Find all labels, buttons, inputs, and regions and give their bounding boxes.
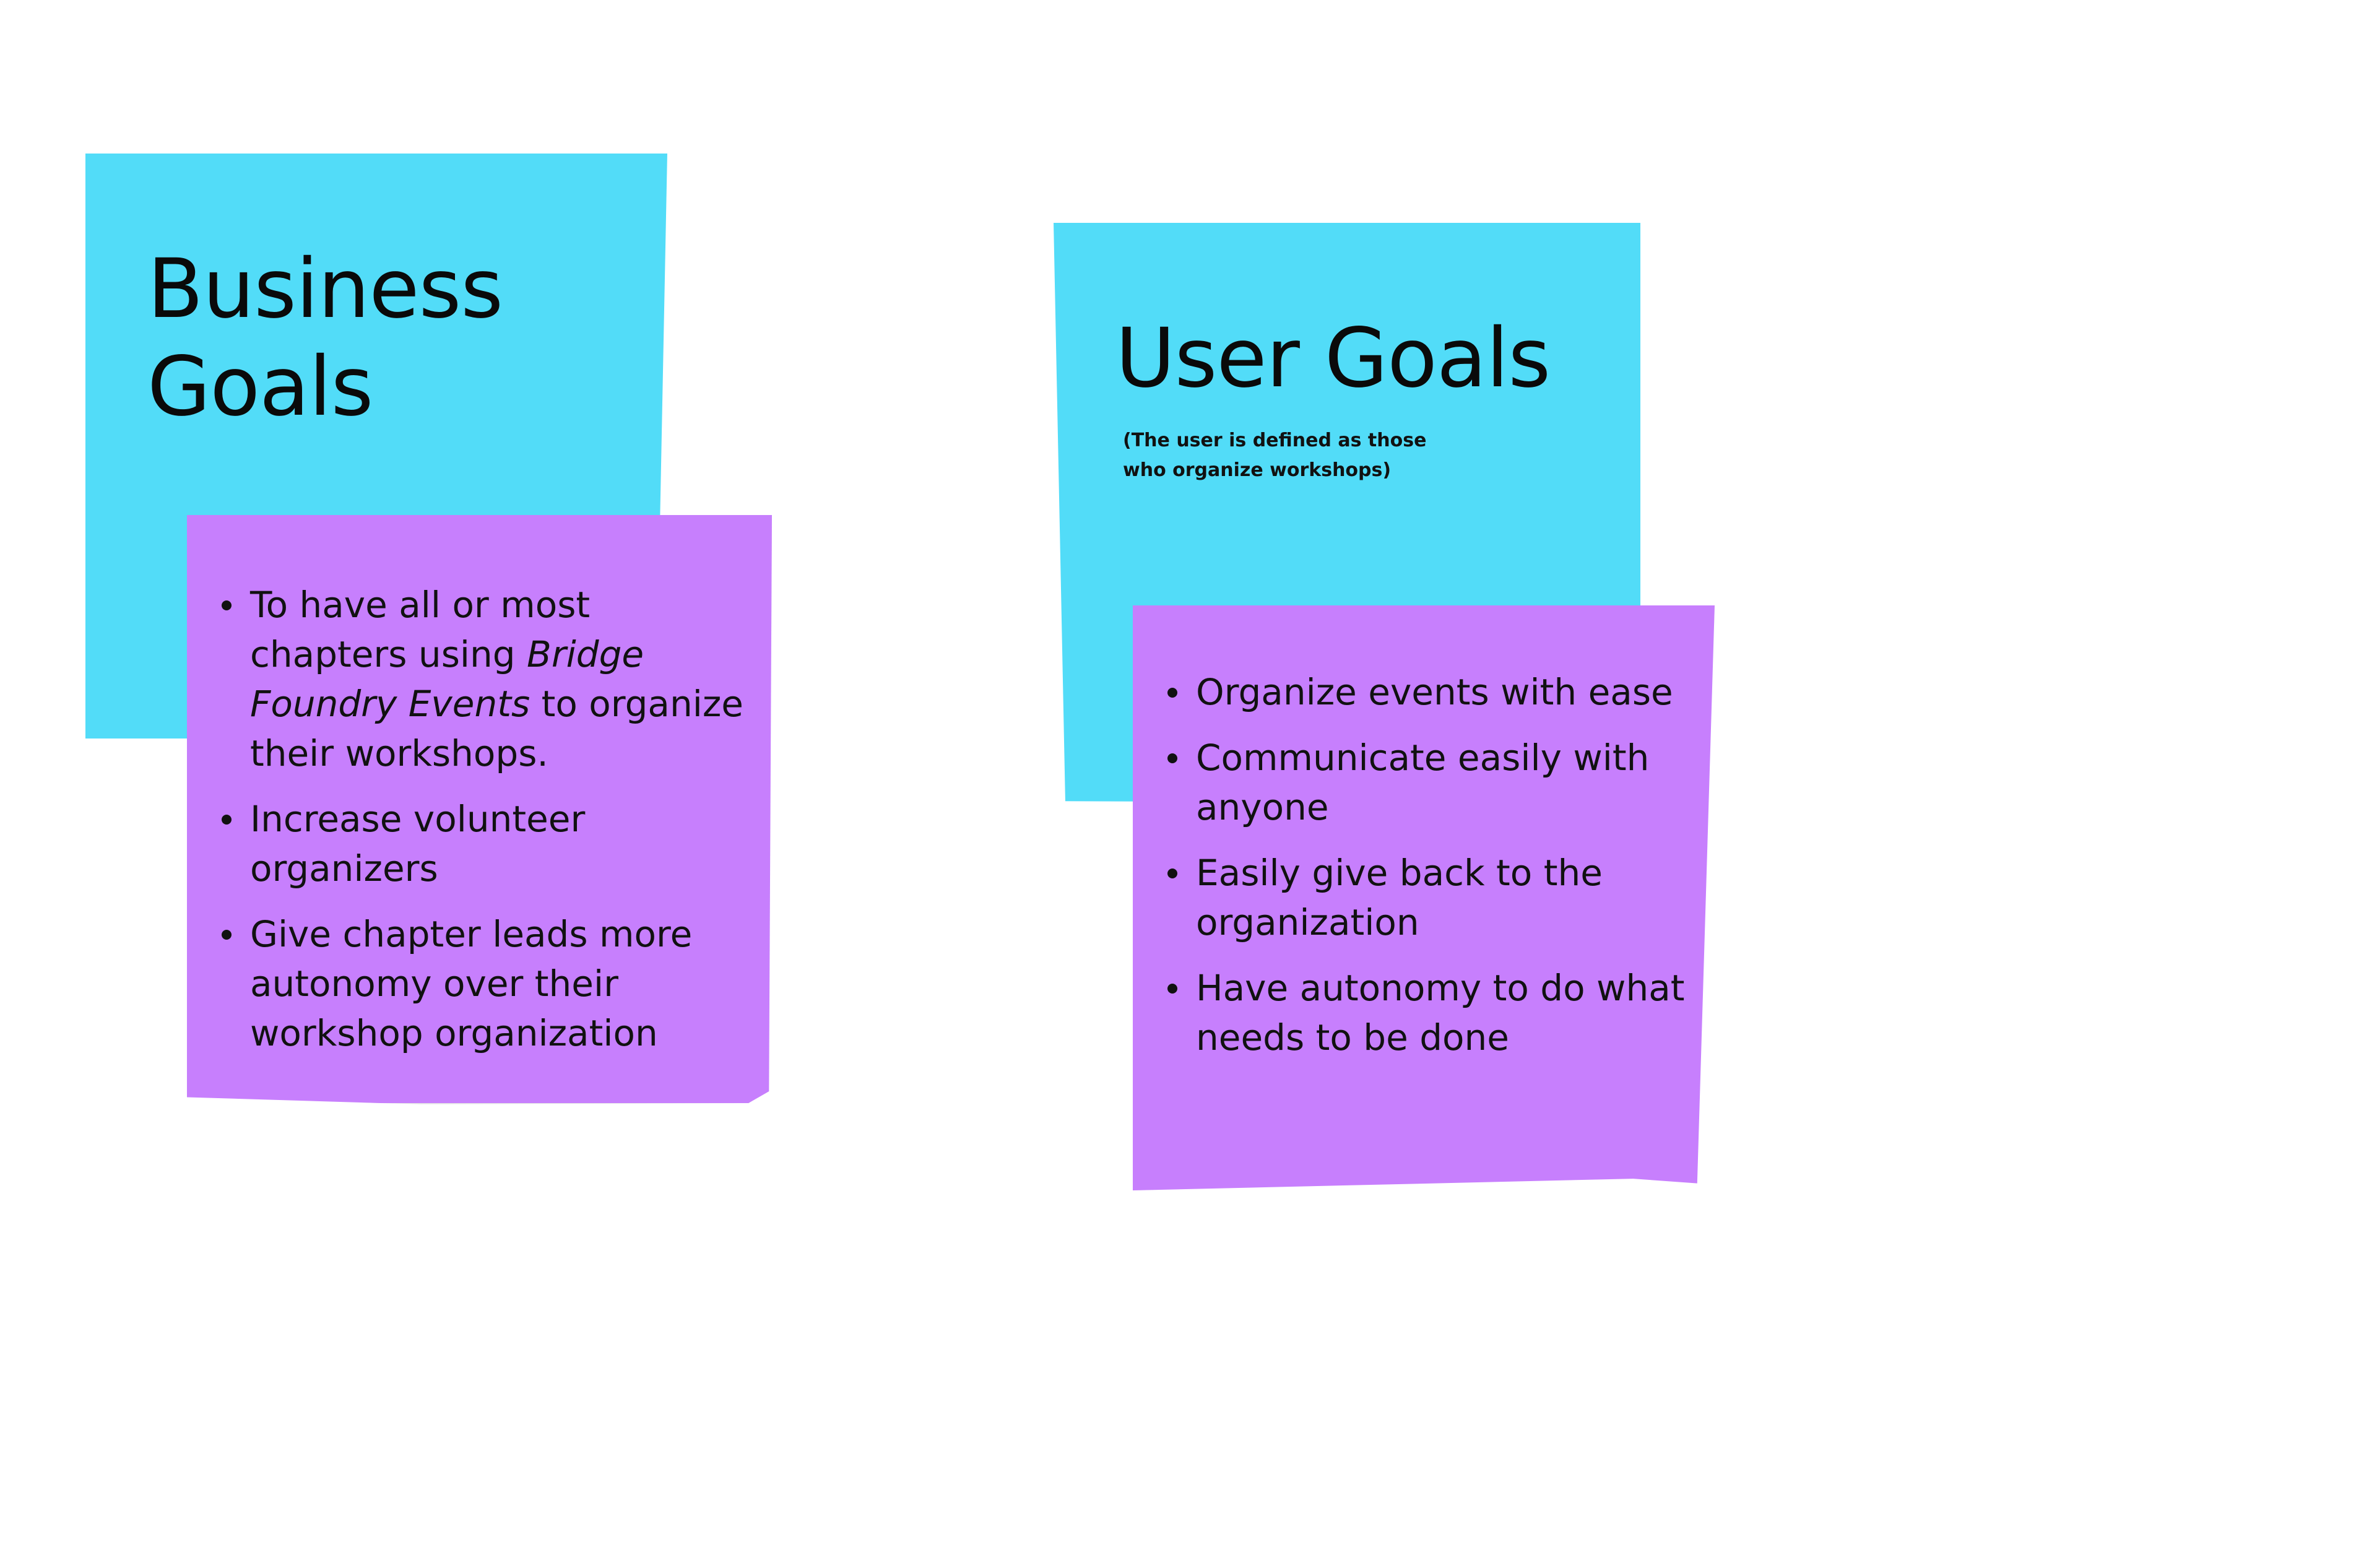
business-goal-text: Give chapter leads more autonomy over th… bbox=[250, 913, 693, 1054]
business-goal-item: Increase volunteer organizers bbox=[218, 794, 744, 893]
bullet-icon bbox=[222, 815, 232, 825]
bullet-icon bbox=[1167, 688, 1177, 698]
bullet-icon bbox=[1167, 984, 1177, 994]
user-goal-text: Organize events with ease bbox=[1196, 671, 1673, 713]
bullet-icon bbox=[1167, 753, 1177, 763]
business-goal-text-start: To have all or most chapters using bbox=[250, 584, 591, 675]
user-goal-item: Easily give back to the organization bbox=[1164, 848, 1696, 947]
product-name: Bridge Foundry Events bbox=[250, 633, 644, 725]
user-goals-title: User Goals bbox=[1115, 311, 1551, 406]
business-goals-list-note[interactable]: To have all or most chapters using Bridg… bbox=[187, 515, 772, 1103]
business-goal-text: Increase volunteer organizers bbox=[250, 798, 586, 890]
user-goal-text: Have autonomy to do what needs to be don… bbox=[1196, 967, 1685, 1059]
business-goal-item: Give chapter leads more autonomy over th… bbox=[218, 909, 744, 1058]
user-goals-list-note[interactable]: Organize events with ease Communicate ea… bbox=[1133, 605, 1715, 1190]
user-goal-text: Easily give back to the organization bbox=[1196, 852, 1603, 943]
user-goal-text: Communicate easily with anyone bbox=[1196, 737, 1650, 828]
business-goal-item: To have all or most chapters using Bridg… bbox=[218, 580, 744, 778]
bullet-icon bbox=[222, 600, 232, 610]
user-goals-list: Organize events with ease Communicate ea… bbox=[1164, 667, 1696, 1078]
business-goals-title: Business Goals bbox=[147, 241, 503, 435]
bullet-icon bbox=[1167, 868, 1177, 878]
business-goal-text-end: to organize their workshops. bbox=[250, 683, 743, 774]
user-goal-item: Organize events with ease bbox=[1164, 667, 1696, 717]
user-goal-item: Communicate easily with anyone bbox=[1164, 733, 1696, 832]
business-goals-list: To have all or most chapters using Bridg… bbox=[218, 580, 744, 1074]
user-definition-note: (The user is defined as those who organi… bbox=[1123, 430, 1427, 481]
user-goal-item: Have autonomy to do what needs to be don… bbox=[1164, 963, 1696, 1062]
bullet-icon bbox=[222, 930, 232, 940]
